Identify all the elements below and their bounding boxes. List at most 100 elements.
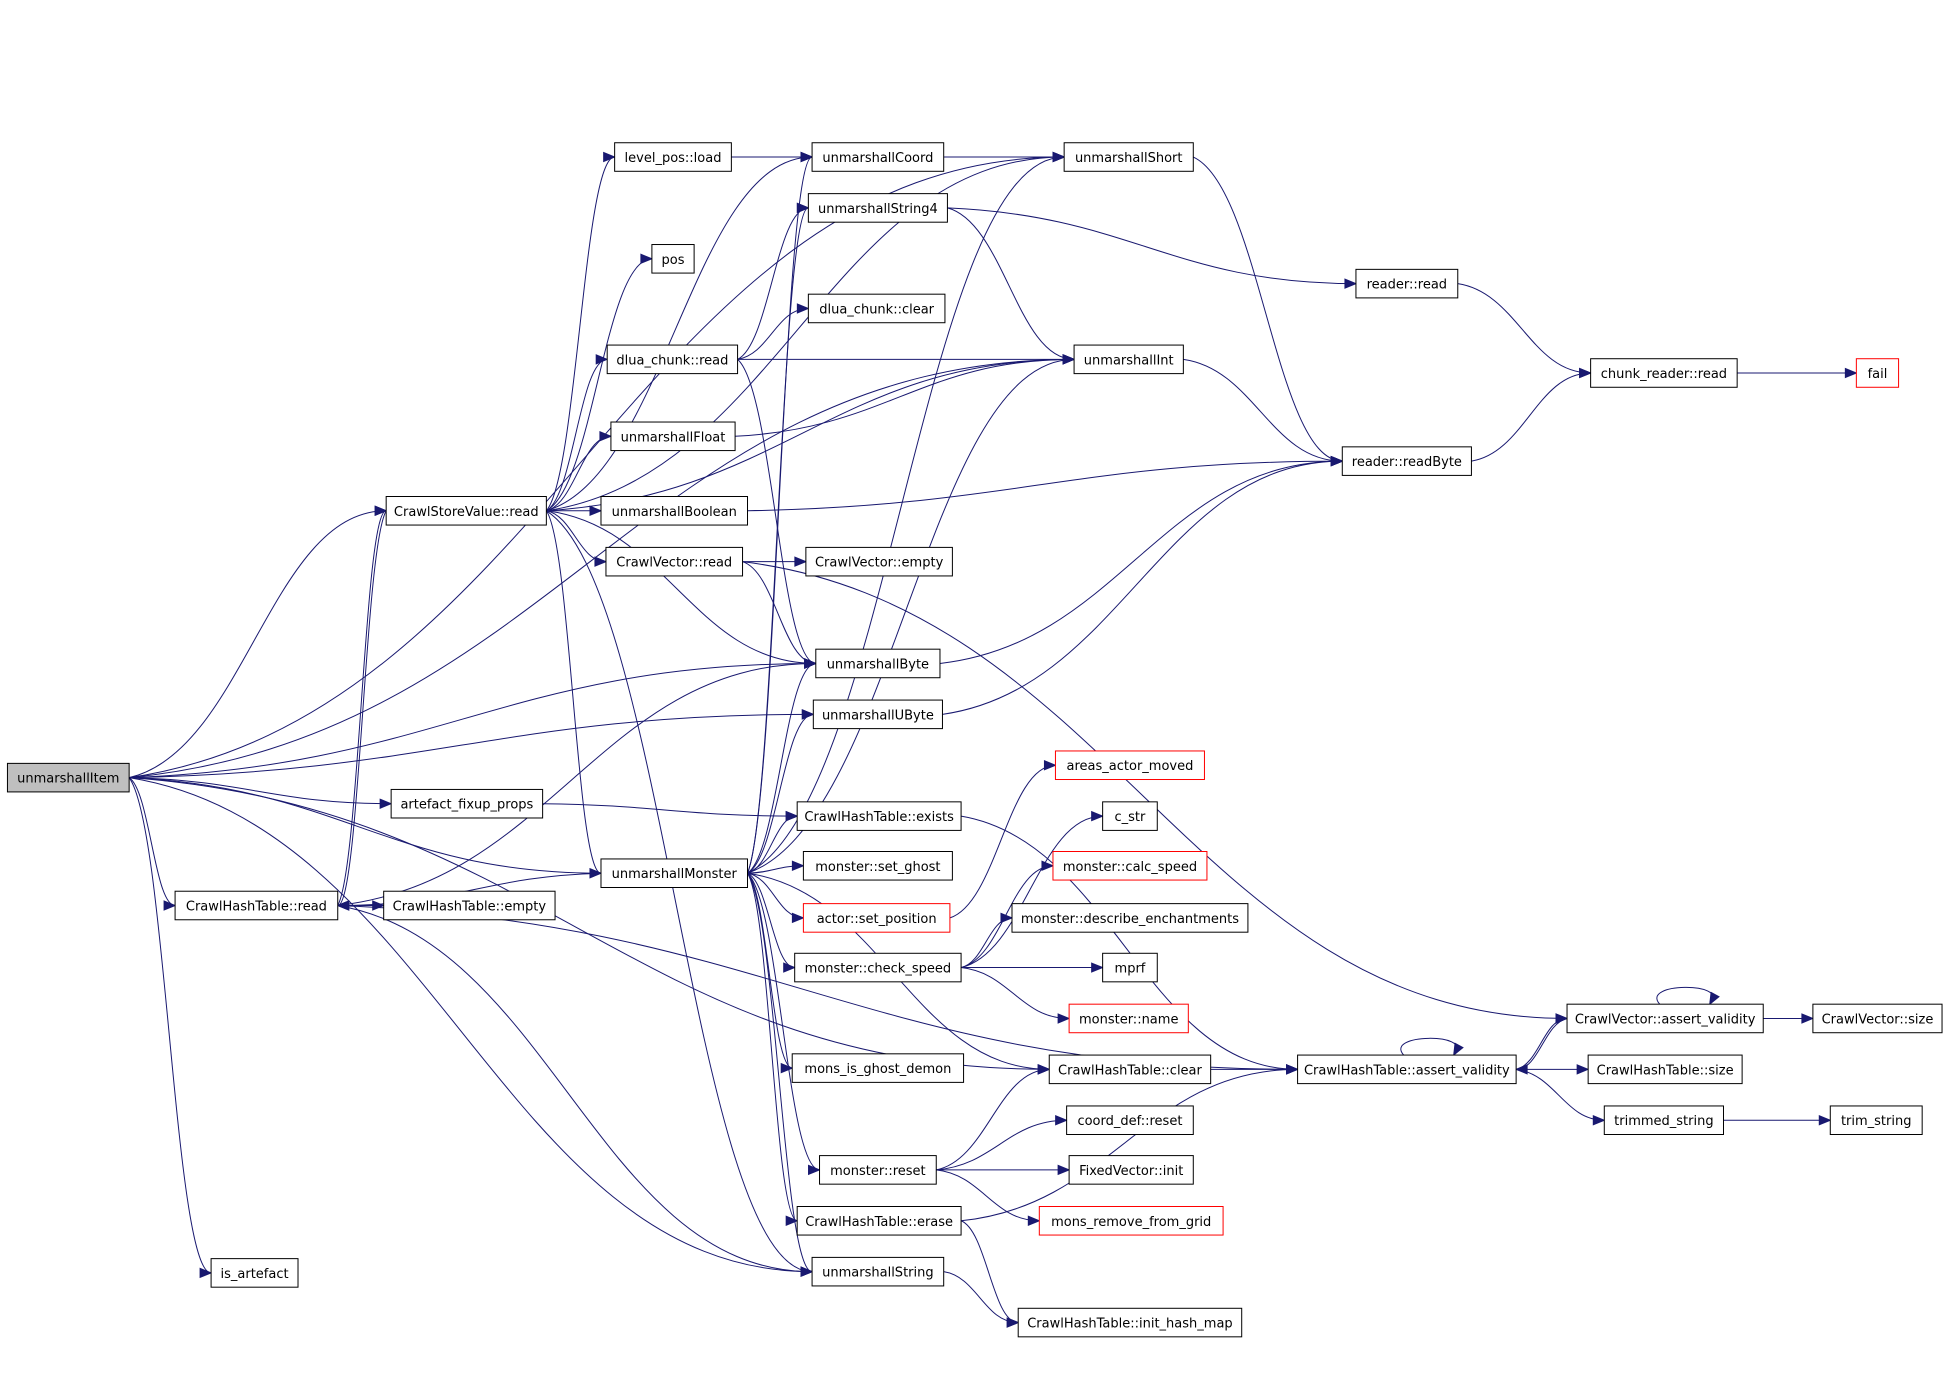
- edge-reader-read-byte-to-chunk-reader-read: [1471, 367, 1592, 462]
- node-monster-check-speed[interactable]: monster::check_speed: [794, 952, 962, 983]
- node-crawl-vector-size[interactable]: CrawlVector::size: [1812, 1003, 1943, 1034]
- node-crawl-hash-table-exists[interactable]: CrawlHashTable::exists: [796, 801, 962, 831]
- edge-line: [546, 510, 813, 1273]
- edge-arrowhead: [796, 202, 810, 214]
- edge-arrowhead: [599, 431, 613, 442]
- node-reader-read-byte[interactable]: reader::readByte: [1341, 446, 1472, 476]
- edge-arrowhead: [783, 962, 797, 973]
- edge-unmarshall-monster-to-unmarshall-string: [747, 872, 814, 1277]
- edge-arrowhead: [791, 860, 805, 872]
- edge-actor-set-position-to-areas-actor-moved: [949, 759, 1057, 919]
- node-unmarshall-string[interactable]: unmarshallString: [811, 1256, 945, 1287]
- node-unmarshall-item[interactable]: unmarshallItem: [6, 762, 130, 793]
- node-mons-remove-from-grid[interactable]: mons_remove_from_grid: [1038, 1206, 1224, 1236]
- node-crawl-hash-table-erase[interactable]: CrawlHashTable::erase: [796, 1206, 962, 1236]
- node-crawl-hash-table-assert-validity[interactable]: CrawlHashTable::assert_validity: [1297, 1054, 1517, 1085]
- node-box: [385, 496, 547, 526]
- node-crawl-vector-empty[interactable]: CrawlVector::empty: [805, 546, 953, 577]
- node-crawl-hash-table-size[interactable]: CrawlHashTable::size: [1587, 1054, 1743, 1085]
- node-crawl-vector-read[interactable]: CrawlVector::read: [605, 546, 744, 577]
- node-dlua-chunk-clear[interactable]: dlua_chunk::clear: [807, 293, 946, 324]
- node-unmarshall-boolean[interactable]: unmarshallBoolean: [600, 496, 749, 526]
- edge-crawl-store-value-read-to-crawl-vector-read: [546, 510, 608, 567]
- node-label: trimmed_string: [1614, 1114, 1713, 1129]
- node-dlua-chunk-read[interactable]: dlua_chunk::read: [606, 344, 739, 375]
- edge-line: [1183, 358, 1343, 462]
- edge-line: [747, 872, 820, 1171]
- node-monster-describe-enchantments[interactable]: monster::describe_enchantments: [1011, 903, 1249, 933]
- node-box: [606, 344, 739, 375]
- node-label: unmarshallMonster: [612, 867, 738, 882]
- node-box: [805, 546, 953, 577]
- edge-arrowhead: [780, 1062, 794, 1074]
- node-c-str[interactable]: c_str: [1102, 801, 1158, 831]
- node-label: CrawlVector::assert_validity: [1575, 1012, 1756, 1027]
- node-label: CrawlHashTable::empty: [393, 899, 547, 914]
- edge-crawl-vector-assert-validity-to-crawl-vector-size: [1763, 1013, 1815, 1024]
- node-trimmed-string[interactable]: trimmed_string: [1603, 1105, 1724, 1136]
- node-crawl-hash-table-read[interactable]: CrawlHashTable::read: [174, 890, 339, 921]
- node-reader-read[interactable]: reader::read: [1355, 268, 1459, 299]
- edge-crawl-store-value-read-to-dlua-chunk-read: [546, 354, 609, 512]
- node-level-pos-load[interactable]: level_pos::load: [614, 142, 732, 172]
- node-unmarshall-monster[interactable]: unmarshallMonster: [600, 858, 749, 888]
- node-label: CrawlVector::empty: [815, 556, 944, 571]
- edge-arrowhead: [1052, 151, 1066, 163]
- edge-arrowhead: [163, 900, 177, 911]
- node-monster-reset[interactable]: monster::reset: [819, 1155, 937, 1185]
- node-box: [1066, 1105, 1194, 1136]
- node-trim-string[interactable]: trim_string: [1829, 1105, 1923, 1136]
- node-label: unmarshallString: [822, 1266, 933, 1281]
- node-box: [794, 952, 962, 983]
- node-is-artefact[interactable]: is_artefact: [210, 1258, 299, 1288]
- node-monster-calc-speed[interactable]: monster::calc_speed: [1052, 851, 1208, 881]
- node-unmarshall-coord[interactable]: unmarshallCoord: [811, 142, 945, 172]
- edge-arrowhead: [1344, 278, 1358, 289]
- node-unmarshall-float[interactable]: unmarshallFloat: [610, 421, 736, 452]
- edge-unmarshall-item-to-crawl-store-value-read: [129, 505, 388, 779]
- node-fail[interactable]: fail: [1855, 358, 1900, 388]
- node-fixed-vector-init[interactable]: FixedVector::init: [1068, 1155, 1194, 1185]
- node-unmarshall-int[interactable]: unmarshallInt: [1073, 344, 1184, 375]
- node-label: dlua_chunk::clear: [819, 302, 934, 317]
- node-unmarshall-ubyte[interactable]: unmarshallUByte: [812, 699, 943, 730]
- node-monster-set-ghost[interactable]: monster::set_ghost: [802, 851, 953, 881]
- edge-crawl-vector-assert-validity-to-crawl-hash-table-assert-validity: [1514, 1017, 1568, 1075]
- edge-line: [949, 764, 1056, 919]
- node-crawl-hash-table-clear[interactable]: CrawlHashTable::clear: [1048, 1054, 1212, 1085]
- node-box: [791, 1053, 965, 1083]
- node-crawl-vector-assert-validity[interactable]: CrawlVector::assert_validity: [1566, 1003, 1764, 1034]
- node-pos[interactable]: pos: [651, 244, 695, 274]
- edge-crawl-hash-table-erase-to-crawl-hash-table-assert-validity: [961, 1064, 1299, 1222]
- node-label: level_pos::load: [625, 151, 722, 166]
- node-monster-name[interactable]: monster::name: [1068, 1003, 1189, 1034]
- edge-unmarshall-monster-to-unmarshall-byte: [747, 658, 818, 874]
- node-artefact-fixup-props[interactable]: artefact_fixup_props: [390, 788, 544, 819]
- edge-arrowhead: [1043, 759, 1057, 771]
- edge-line: [1400, 1037, 1457, 1056]
- node-box: [802, 903, 951, 933]
- node-crawl-store-value-read[interactable]: CrawlStoreValue::read: [385, 496, 547, 526]
- node-crawl-hash-table-empty[interactable]: CrawlHashTable::empty: [383, 890, 556, 921]
- node-box: [807, 293, 946, 324]
- node-unmarshall-short[interactable]: unmarshallShort: [1063, 142, 1194, 172]
- edge-crawl-store-value-read-to-level-pos-load: [545, 151, 616, 512]
- node-unmarshall-byte[interactable]: unmarshallByte: [815, 648, 941, 679]
- edge-line: [129, 777, 392, 805]
- edge-monster-check-speed-to-mprf: [961, 962, 1104, 973]
- edge-arrowhead: [785, 810, 799, 822]
- node-box: [1068, 1155, 1194, 1185]
- node-mprf[interactable]: mprf: [1102, 952, 1158, 983]
- node-mons-is-ghost-demon[interactable]: mons_is_ghost_demon: [791, 1053, 965, 1083]
- edge-line: [1516, 1017, 1568, 1070]
- node-crawl-hash-table-init-hash-map[interactable]: CrawlHashTable::init_hash_map: [1017, 1307, 1243, 1338]
- node-areas-actor-moved[interactable]: areas_actor_moved: [1054, 750, 1205, 781]
- edge-crawl-hash-table-erase-to-crawl-hash-table-init-hash-map: [960, 1220, 1020, 1328]
- node-chunk-reader-read[interactable]: chunk_reader::read: [1590, 358, 1738, 388]
- node-coord-def-reset[interactable]: coord_def::reset: [1066, 1105, 1194, 1136]
- edge-unmarshall-item-to-unmarshall-ubyte: [129, 709, 815, 779]
- edge-arrowhead: [1062, 354, 1076, 365]
- node-actor-set-position[interactable]: actor::set_position: [802, 903, 951, 933]
- node-unmarshall-string4[interactable]: unmarshallString4: [807, 193, 948, 223]
